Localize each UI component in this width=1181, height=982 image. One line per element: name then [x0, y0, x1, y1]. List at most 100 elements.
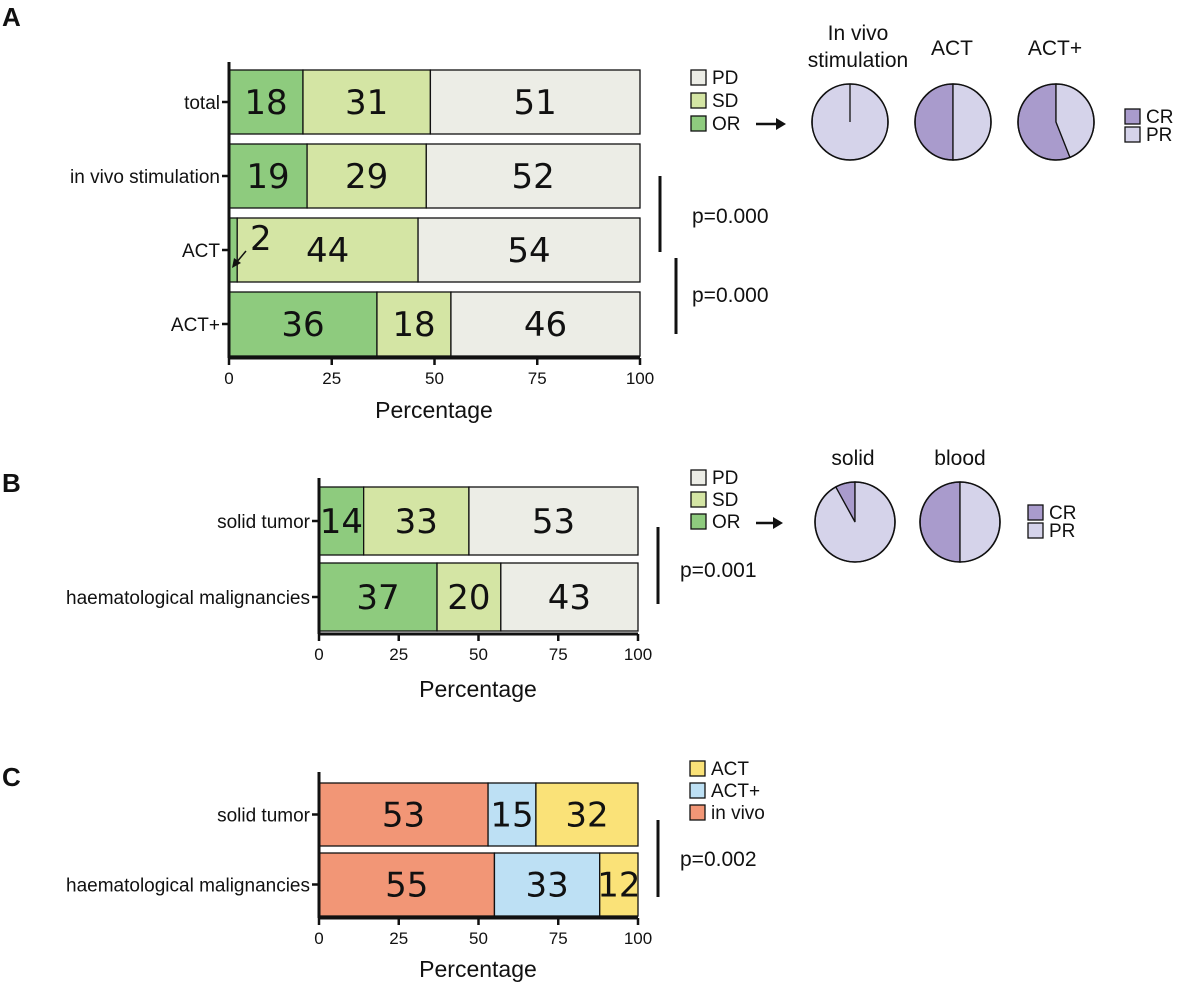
panel-a-pvalue-1: p=0.000	[692, 205, 769, 228]
legend-swatch-act	[689, 760, 706, 777]
x-tick-label-0: 0	[314, 645, 323, 664]
pie-slice-blood-pr	[959, 481, 1001, 563]
data-label-act-pd: 46	[524, 305, 567, 345]
data-label-act-pd: 54	[507, 231, 550, 271]
panel-a-xlabel: Percentage	[375, 397, 493, 423]
legend-swatch-in-vivo	[689, 804, 706, 821]
pie-title-solid: solid	[831, 447, 874, 470]
panel-b-pvalue: p=0.001	[680, 559, 757, 582]
pie-title-blood: blood	[934, 447, 985, 470]
data-label-act-sd: 18	[392, 305, 435, 345]
panel-c-letter: C	[2, 762, 21, 792]
panel-a-legend: PD SD OR	[690, 68, 741, 135]
legend-label-sd: SD	[712, 490, 738, 511]
bar-solid-tumor-in-vivo	[318, 782, 489, 847]
panel-a-pies	[811, 83, 1095, 161]
pie-slice-act-cr	[914, 83, 954, 161]
x-tick-label-0: 0	[224, 369, 233, 388]
x-tick-label-0: 0	[314, 929, 323, 948]
data-label-solid-tumor-or: 14	[320, 502, 363, 542]
pie-legend-label-cr: CR	[1146, 107, 1173, 128]
data-label-in-vivo-stimulation-sd: 29	[345, 157, 388, 197]
pie-title-act-plus: ACT+	[1028, 37, 1082, 60]
x-tick-label-50: 50	[469, 645, 488, 664]
category-label-act: ACT+	[171, 315, 220, 336]
data-label-haematological-malignancies-pd: 43	[548, 578, 591, 618]
pie-outline-act	[914, 83, 992, 161]
panel-a-letter: A	[2, 2, 21, 32]
legend-label-or: OR	[712, 512, 741, 533]
panel-a-pie-legend: CR PR	[1124, 107, 1173, 146]
legend-swatch-pd	[690, 69, 707, 86]
legend-swatch-sd	[690, 491, 707, 508]
pie-title-act: ACT	[931, 37, 973, 60]
panel-a-callout-value: 2	[250, 219, 272, 259]
legend-label-in-vivo: in vivo	[711, 803, 765, 824]
x-tick-label-75: 75	[549, 645, 568, 664]
panel-c-pvalue: p=0.002	[680, 848, 757, 871]
data-label-in-vivo-stimulation-pd: 52	[512, 157, 555, 197]
pie-slice-act-pr	[952, 83, 992, 161]
pie-outline-blood	[919, 481, 1001, 563]
data-label-total-pd: 51	[514, 83, 557, 123]
bar-solid-tumor-act	[535, 782, 639, 847]
bar-solid-tumor-pd	[468, 486, 639, 556]
data-label-haematological-malignancies-sd: 20	[447, 578, 490, 618]
bar-haematological-malignancies-pd	[500, 562, 639, 632]
data-label-solid-tumor-act: 15	[490, 796, 533, 836]
bar-act-sd	[236, 217, 419, 283]
panel-c-legend: ACT ACT+ in vivo	[689, 759, 765, 824]
data-label-haematological-malignancies-in-vivo: 55	[385, 866, 428, 906]
x-tick-label-25: 25	[389, 645, 408, 664]
category-label-in-vivo-stimulation: in vivo stimulation	[70, 167, 220, 188]
bar-in-vivo-stimulation-pd	[425, 143, 641, 209]
data-label-act-sd: 44	[306, 231, 349, 271]
data-label-haematological-malignancies-or: 37	[356, 578, 399, 618]
legend-swatch-sd	[690, 92, 707, 109]
bar-total-pd	[429, 69, 641, 135]
panel-b-legend: PD SD OR	[690, 468, 741, 533]
bar-act-pd	[417, 217, 641, 283]
category-label-haematological-malignancies: haematological malignancies	[66, 876, 310, 897]
legend-label-pd: PD	[712, 468, 738, 489]
data-label-total-or: 18	[244, 83, 287, 123]
panel-b-pies	[814, 481, 1001, 563]
data-label-act-or: 36	[281, 305, 324, 345]
pie-legend-swatch-pr	[1124, 126, 1141, 143]
data-label-haematological-malignancies-act: 33	[525, 866, 568, 906]
category-label-solid-tumor: solid tumor	[217, 806, 311, 827]
legend-swatch-or	[690, 115, 707, 132]
panel-c-xlabel: Percentage	[419, 956, 537, 982]
bar-act-or	[228, 291, 378, 357]
bar-act-sd	[376, 291, 452, 357]
legend-label-act: ACT	[711, 759, 749, 780]
pie-title-invivo-line1: In vivo	[828, 22, 889, 45]
x-tick-label-100: 100	[624, 929, 652, 948]
legend-swatch-pd	[690, 469, 707, 486]
data-label-solid-tumor-act: 32	[565, 796, 608, 836]
legend-swatch-act-plus	[689, 782, 706, 799]
legend-label-sd: SD	[712, 91, 738, 112]
x-tick-label-100: 100	[626, 369, 654, 388]
x-tick-label-50: 50	[425, 369, 444, 388]
pie-legend-swatch-pr	[1027, 522, 1044, 539]
x-tick-label-25: 25	[389, 929, 408, 948]
bar-solid-tumor-act	[487, 782, 537, 847]
category-label-solid-tumor: solid tumor	[217, 512, 311, 533]
panel-a-pvalue-2: p=0.000	[692, 284, 769, 307]
pie-outline-in-vivo-stimulation	[811, 83, 889, 161]
pie-legend-label-cr: CR	[1049, 503, 1076, 524]
x-tick-label-25: 25	[322, 369, 341, 388]
panel-a-arrow-head	[776, 118, 786, 130]
bar-haematological-malignancies-sd	[436, 562, 502, 632]
x-tick-label-50: 50	[469, 929, 488, 948]
pie-slice-blood-cr	[919, 481, 961, 563]
bar-solid-tumor-sd	[363, 486, 470, 556]
legend-label-pd: PD	[712, 68, 738, 89]
